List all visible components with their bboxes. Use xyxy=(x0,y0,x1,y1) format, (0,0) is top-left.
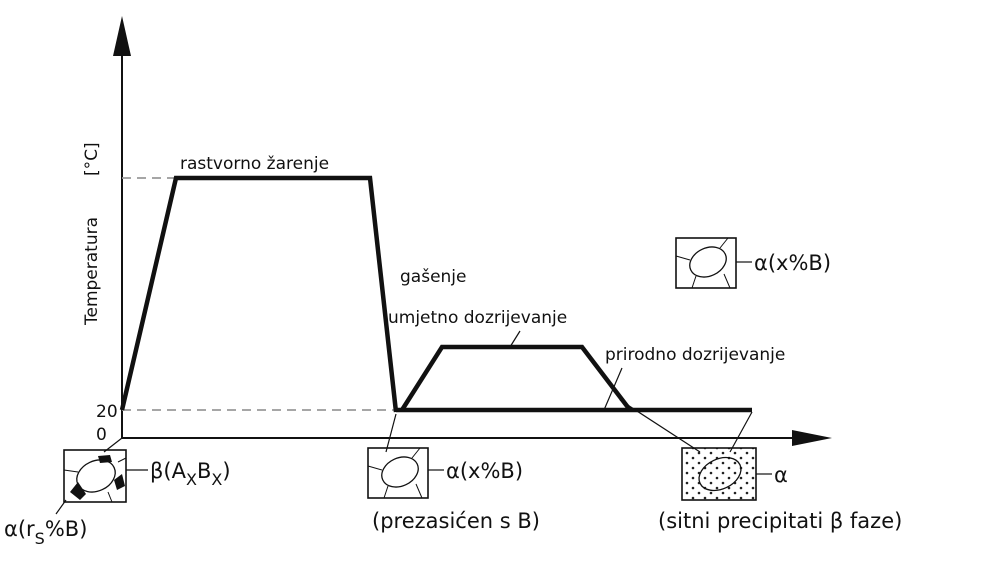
label-quenching: gašenje xyxy=(400,267,466,287)
alpha-sub-s: S xyxy=(35,529,45,548)
micro-aged-grain-boundaries xyxy=(675,237,731,289)
tick-0: 0 xyxy=(96,425,107,445)
leader-curve-to-quenched xyxy=(385,413,397,453)
micro-precipitates-grain xyxy=(698,456,742,492)
y-axis-arrow xyxy=(113,16,131,56)
label-precipitates-alpha: α xyxy=(774,463,788,487)
label-artificial-aging: umjetno dozrijevanje xyxy=(388,308,567,328)
leader-curve-to-precipitates-2 xyxy=(729,411,753,453)
label-solution-annealing: rastvorno žarenje xyxy=(180,154,329,174)
solution-treatment-curve xyxy=(119,175,399,413)
axes xyxy=(113,16,832,446)
micro-precipitates xyxy=(619,399,772,501)
beta-main-2: B xyxy=(197,459,211,483)
micro-quenched-grain xyxy=(381,456,419,488)
artificial-aging-curve xyxy=(400,344,632,412)
label-quenched-note: (prezasićen s B) xyxy=(372,509,540,533)
tick-20: 20 xyxy=(96,402,118,422)
leader-artificial-aging xyxy=(509,330,521,348)
micro-quenched-grain-boundaries xyxy=(367,447,423,499)
beta-sub-x-1: X xyxy=(186,470,197,489)
alpha-main-1: α(r xyxy=(4,517,35,541)
leader-curve-to-precipitates-1 xyxy=(619,399,701,453)
alpha-main-2: %B) xyxy=(45,517,88,541)
label-initial-beta: β(AXBX) xyxy=(150,459,231,489)
y-axis-unit: [°C] xyxy=(82,142,102,176)
leader-axis-to-initial xyxy=(103,437,123,453)
beta-main-1: β(A xyxy=(150,459,187,483)
micro-precipitates-frame xyxy=(681,447,757,501)
label-initial-alpha: α(rS%B) xyxy=(4,517,87,548)
micro-initial xyxy=(55,437,148,515)
micro-initial-beta-phase-3 xyxy=(114,474,125,490)
micro-initial-beta-phase-1 xyxy=(70,482,86,500)
beta-main-3: ) xyxy=(222,459,230,483)
micro-quenched xyxy=(367,413,444,499)
leader-natural-aging xyxy=(603,367,623,411)
beta-sub-x-2: X xyxy=(211,470,222,489)
y-axis-label: Temperatura xyxy=(82,217,102,326)
micro-initial-beta-phase-2 xyxy=(98,455,112,463)
label-precipitates-note: (sitni precipitati β faze) xyxy=(658,509,902,533)
micro-initial-grain-boundaries xyxy=(63,457,127,503)
label-natural-aging: prirodno dozrijevanje xyxy=(605,345,785,365)
leader-initial-alpha xyxy=(55,499,67,515)
label-quenched-alpha: α(x%B) xyxy=(446,459,523,483)
label-aged-alpha: α(x%B) xyxy=(754,251,831,275)
micro-aged xyxy=(675,237,752,289)
micro-aged-grain xyxy=(689,246,727,278)
x-axis-arrow xyxy=(792,430,832,446)
